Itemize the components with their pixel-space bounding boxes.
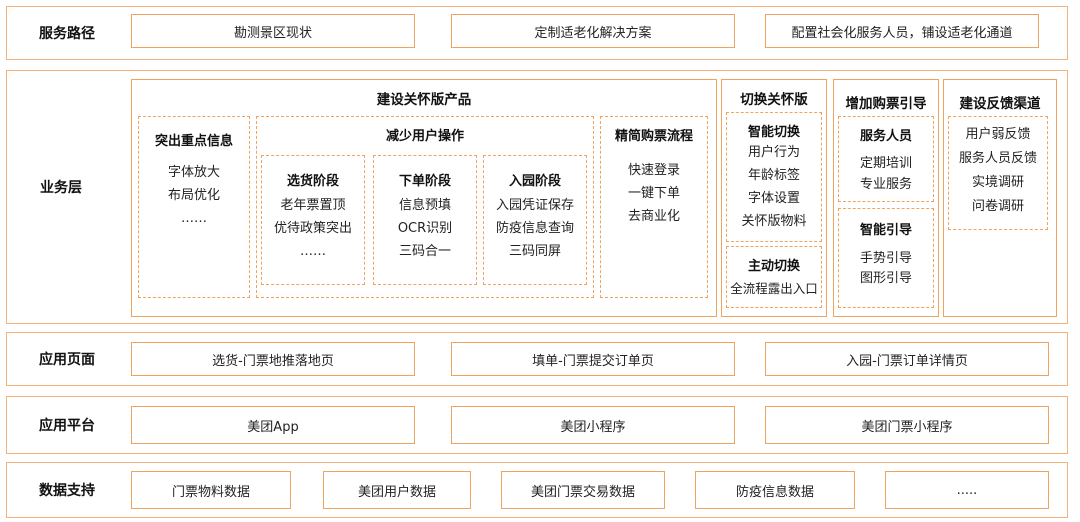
switch-care-title: 切换关怀版	[740, 92, 808, 108]
list-item: 全流程露出入口	[730, 281, 818, 296]
smart-switch-box: 智能切换 用户行为 年龄标签 字体设置 关怀版物料	[726, 112, 822, 242]
service-path-item: 勘测景区现状	[131, 14, 415, 48]
stage-box-entry: 入园阶段 入园凭证保存 防疫信息查询 三码同屏	[483, 155, 587, 285]
app-page-item: 填单-门票提交订单页	[451, 342, 735, 376]
app-platform-item: 美团App	[131, 406, 415, 444]
list-item: 图形引导	[859, 271, 912, 286]
feedback-panel: 建设反馈渠道 用户弱反馈 服务人员反馈 实境调研 问卷调研	[943, 79, 1057, 317]
feedback-box: 用户弱反馈 服务人员反馈 实境调研 问卷调研	[948, 116, 1048, 230]
list-item: 手势引导	[859, 251, 912, 266]
list-item: 去商业化	[627, 209, 680, 224]
list-item: 老年票置顶	[280, 198, 346, 213]
list-item: 防疫信息查询	[495, 221, 574, 236]
business-row: 业务层 建设关怀版产品 突出重点信息 字体放大 布局优化 …… 减少用户操作 选…	[6, 70, 1068, 324]
staff-list: 定期培训 专业服务	[839, 153, 933, 195]
stage-title: 下单阶段	[398, 174, 451, 189]
reduce-ops-box: 减少用户操作 选货阶段 老年票置顶 优待政策突出 …… 下单阶段 信息预填 OC…	[256, 116, 594, 298]
row-label-service-path: 服务路径	[39, 26, 95, 42]
list-item: 三码同屏	[508, 244, 561, 259]
staff-box: 服务人员 定期培训 专业服务	[838, 116, 934, 202]
data-support-item: 美团门票交易数据	[501, 471, 665, 509]
service-path-row: 服务路径 勘测景区现状 定制适老化解决方案 配置社会化服务人员，铺设适老化通道	[6, 6, 1068, 60]
list-item: 入园凭证保存	[495, 198, 574, 213]
app-platform-item: 美团门票小程序	[765, 406, 1049, 444]
active-switch-title: 主动切换	[747, 259, 800, 274]
reduce-ops-title: 减少用户操作	[385, 129, 464, 144]
data-support-row: 数据支持 门票物料数据 美团用户数据 美团门票交易数据 防疫信息数据 .....	[6, 462, 1068, 518]
stage-box-order: 下单阶段 信息预填 OCR识别 三码合一	[373, 155, 477, 285]
app-platform-row: 应用平台 美团App 美团小程序 美团门票小程序	[6, 396, 1068, 454]
list-item: ……	[181, 211, 207, 226]
list-item: 一键下单	[627, 186, 680, 201]
row-label-app-pages: 应用页面	[39, 352, 95, 368]
list-item: 布局优化	[167, 188, 220, 203]
app-page-item: 选货-门票地推落地页	[131, 342, 415, 376]
data-support-item: 美团用户数据	[323, 471, 471, 509]
smart-guide-title: 智能引导	[859, 223, 912, 238]
list-item: ……	[300, 244, 326, 259]
app-platform-item: 美团小程序	[451, 406, 735, 444]
smart-guide-box: 智能引导 手势引导 图形引导	[838, 208, 934, 308]
switch-care-panel: 切换关怀版 智能切换 用户行为 年龄标签 字体设置 关怀版物料 主动切换 全流程…	[721, 79, 827, 317]
stage-title: 选货阶段	[286, 174, 339, 189]
app-pages-row: 应用页面 选货-门票地推落地页 填单-门票提交订单页 入园-门票订单详情页	[6, 332, 1068, 386]
smart-switch-list: 用户行为 年龄标签 字体设置 关怀版物料	[727, 141, 821, 233]
stage-list: 老年票置顶 优待政策突出 ……	[262, 194, 364, 263]
app-page-item: 入园-门票订单详情页	[765, 342, 1049, 376]
list-item: 关怀版物料	[741, 214, 807, 229]
list-item: 快速登录	[627, 163, 680, 178]
smart-guide-list: 手势引导 图形引导	[839, 249, 933, 289]
streamline-box: 精简购票流程 快速登录 一键下单 去商业化	[600, 116, 708, 298]
service-path-item: 配置社会化服务人员，铺设适老化通道	[765, 14, 1039, 48]
list-item: 定期培训	[859, 156, 912, 171]
highlight-title: 突出重点信息	[154, 134, 233, 149]
list-item: 字体设置	[747, 191, 800, 206]
list-item: 字体放大	[167, 165, 220, 180]
streamline-list: 快速登录 一键下单 去商业化	[601, 159, 707, 228]
highlight-box: 突出重点信息 字体放大 布局优化 ……	[138, 116, 250, 298]
list-item: 年龄标签	[747, 168, 800, 183]
list-item: 优待政策突出	[273, 221, 352, 236]
feedback-list: 用户弱反馈 服务人员反馈 实境调研 问卷调研	[949, 123, 1047, 219]
row-label-data-support: 数据支持	[39, 483, 95, 499]
row-label-business: 业务层	[40, 180, 82, 196]
highlight-list: 字体放大 布局优化 ……	[139, 161, 249, 230]
streamline-title: 精简购票流程	[614, 129, 693, 144]
active-switch-list: 全流程露出入口	[727, 277, 821, 300]
smart-switch-title: 智能切换	[747, 125, 800, 140]
active-switch-box: 主动切换 全流程露出入口	[726, 246, 822, 308]
stage-list: 信息预填 OCR识别 三码合一	[374, 194, 476, 263]
list-item: 用户弱反馈	[965, 127, 1031, 142]
stage-title: 入园阶段	[508, 174, 561, 189]
list-item: 实境调研	[971, 175, 1024, 190]
feedback-title: 建设反馈渠道	[959, 96, 1041, 112]
purchase-guide-title: 增加购票引导	[845, 96, 927, 112]
list-item: 信息预填	[398, 198, 451, 213]
data-support-item: 门票物料数据	[131, 471, 291, 509]
list-item: 问卷调研	[971, 199, 1024, 214]
staff-title: 服务人员	[859, 129, 912, 144]
data-support-item: 防疫信息数据	[695, 471, 855, 509]
purchase-guide-panel: 增加购票引导 服务人员 定期培训 专业服务 智能引导 手势引导 图形引导	[833, 79, 939, 317]
care-product-panel: 建设关怀版产品 突出重点信息 字体放大 布局优化 …… 减少用户操作 选货阶段 …	[131, 79, 717, 317]
data-support-item: .....	[885, 471, 1049, 509]
stage-box-select: 选货阶段 老年票置顶 优待政策突出 ……	[261, 155, 365, 285]
list-item: OCR识别	[397, 221, 453, 236]
service-path-item: 定制适老化解决方案	[451, 14, 735, 48]
row-label-app-platform: 应用平台	[39, 418, 95, 434]
list-item: 服务人员反馈	[958, 151, 1037, 166]
stage-list: 入园凭证保存 防疫信息查询 三码同屏	[484, 194, 586, 263]
list-item: 用户行为	[747, 145, 800, 160]
list-item: 三码合一	[398, 244, 451, 259]
care-product-title: 建设关怀版产品	[376, 92, 472, 108]
list-item: 专业服务	[859, 177, 912, 192]
